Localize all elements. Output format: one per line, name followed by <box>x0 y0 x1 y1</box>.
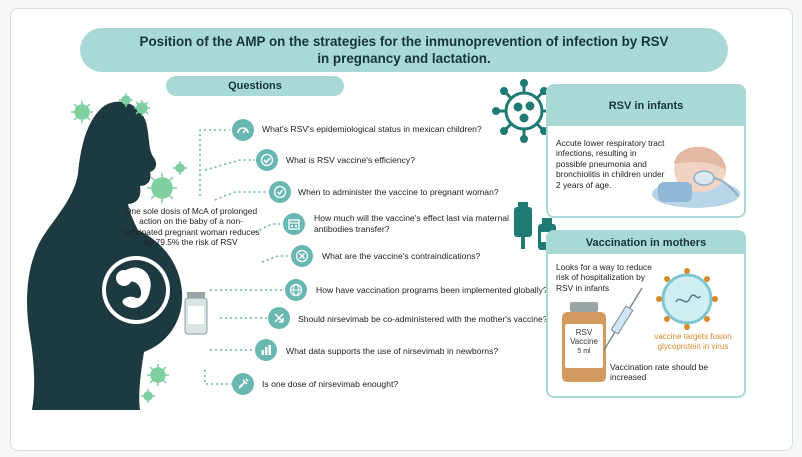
question-7: Should nirsevimab be co-administered wit… <box>298 314 548 324</box>
small-vial-icon <box>184 292 208 335</box>
rsv-infants-panel: RSV in infants Accute lower respiratory … <box>546 84 746 218</box>
calendar-icon <box>283 213 305 235</box>
title-line-2: in pregnancy and lactation. <box>317 51 491 66</box>
virus-decorations <box>71 93 187 403</box>
fusion-virus-illustration <box>656 268 718 330</box>
vial-dose: 5 ml <box>577 348 591 355</box>
pregnant-woman-silhouette <box>27 101 183 411</box>
syringe-icon <box>232 373 254 395</box>
question-connectors <box>199 129 290 385</box>
infant-oxygen-mask-image <box>652 146 740 208</box>
fusion-glycoprotein-text: vaccine targets fusion glycoprotein in v… <box>654 332 732 351</box>
question-3: When to administer the vaccine to pregna… <box>298 187 499 197</box>
rsv-vaccine-vial: RSV Vaccine 5 ml <box>562 302 606 382</box>
syringe-illustration <box>603 287 643 351</box>
vaccination-mothers-text: Looks for a way to reduce risk of hospit… <box>556 262 652 293</box>
globe-icon <box>285 279 307 301</box>
question-9: Is one dose of nirsevimab enought? <box>262 379 399 389</box>
question-2: What is RSV vaccine's efficiency? <box>286 155 416 165</box>
fetus-icon <box>102 256 170 324</box>
rsv-infants-text: Accute lower respiratory tract infection… <box>556 138 665 190</box>
bar-chart-icon <box>255 339 277 361</box>
monoclonal-antibody-fact: One sole dosis of McA of prolonged actio… <box>122 206 260 248</box>
rsv-infants-header: RSV in infants <box>548 86 744 126</box>
cancel-icon <box>291 245 313 267</box>
title-line-1: Position of the AMP on the strategies fo… <box>139 34 669 49</box>
clock-check-icon <box>269 181 291 203</box>
gauge-icon <box>232 119 254 141</box>
arrows-icon <box>268 307 290 329</box>
question-5: What are the vaccine's contraindications… <box>322 251 481 261</box>
title-banner: Position of the AMP on the strategies fo… <box>80 28 728 72</box>
vial-label: RSV Vaccine <box>570 328 598 346</box>
question-6: How have vaccination programs been imple… <box>316 285 548 295</box>
question-8: What data supports the use of nirsevimab… <box>286 346 499 356</box>
question-4: How much will the vaccine's effect last … <box>314 213 509 234</box>
question-1: What's RSV's epidemiological status in m… <box>262 124 482 134</box>
vaccination-mothers-panel: Vaccination in mothers Looks for a way t… <box>546 230 746 398</box>
vaccination-rate-text: Vaccination rate should be increased <box>610 362 709 383</box>
checkmark-icon <box>256 149 278 171</box>
vaccination-mothers-header: Vaccination in mothers <box>548 232 744 254</box>
questions-header: Questions <box>166 76 344 96</box>
